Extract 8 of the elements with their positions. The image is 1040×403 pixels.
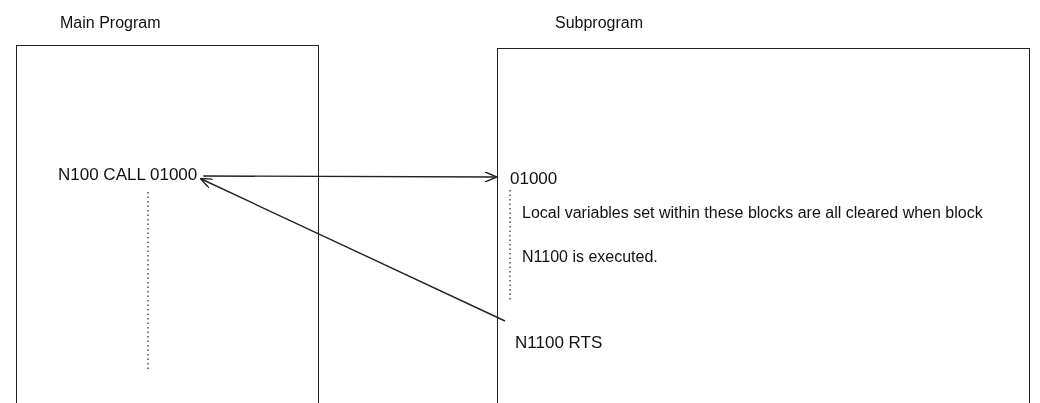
note-text: Local variables set within these blocks are all cleared when block N1100 is executed. (522, 203, 984, 267)
code-line: N100 CALL 01000 (58, 165, 198, 185)
arrow (202, 171, 498, 183)
arrow (199, 177, 506, 322)
code-line: N1100 RTS (515, 333, 603, 353)
code-line: 01000 (510, 169, 558, 189)
panel-title: Subprogram (555, 14, 644, 32)
panel-title: Main Program (60, 14, 161, 32)
